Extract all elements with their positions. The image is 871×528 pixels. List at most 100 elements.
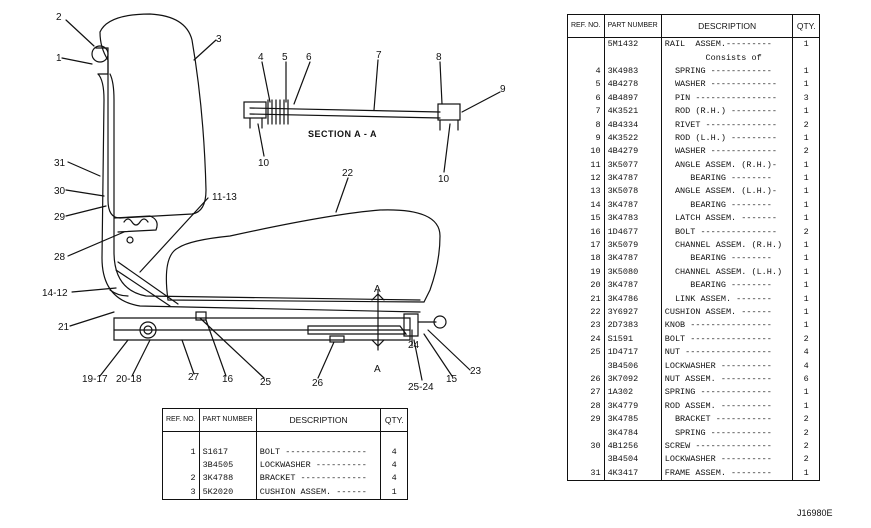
part-number-cell: 3K4788 — [198, 472, 257, 486]
ref-cell: 15 — [567, 212, 605, 226]
description-cell: BOLT ---------------- — [660, 332, 794, 346]
callout-22: 22 — [342, 168, 354, 179]
part-number-cell: 3K4784 — [603, 426, 662, 440]
header-part-number: PART NUMBER — [198, 408, 257, 432]
ref-cell: 26 — [567, 372, 605, 387]
part-number-cell: 4B4897 — [603, 91, 662, 105]
qty-cell: 1 — [792, 279, 820, 293]
description-cell: SPRING ------------ — [660, 64, 794, 79]
header-description: DESCRIPTION — [255, 408, 382, 432]
callout-10a: 10 — [258, 158, 270, 169]
parts-row: Consists of — [567, 51, 820, 65]
description-cell: LATCH ASSEM. ------- — [660, 212, 794, 226]
qty-cell: 1 — [792, 265, 820, 280]
qty-cell: 1 — [792, 292, 820, 306]
qty-cell: 2 — [792, 118, 820, 132]
description-cell: NUT ASSEM. ---------- — [660, 372, 794, 387]
part-number-cell: 4B4279 — [603, 145, 662, 159]
part-number-cell: 4B1256 — [603, 439, 662, 454]
ref-cell: 8 — [567, 118, 605, 132]
description-cell: ROD (R.H.) --------- — [660, 104, 794, 119]
part-number-cell: 3K4779 — [603, 399, 662, 413]
callout-20-18: 20-18 — [116, 374, 142, 385]
part-number-cell: 3K4983 — [603, 64, 662, 79]
ref-cell: 27 — [567, 386, 605, 400]
part-number-cell: 3K4786 — [603, 292, 662, 306]
part-number-cell: 3K5080 — [603, 265, 662, 280]
qty-cell: 2 — [792, 412, 820, 427]
part-number-cell: 3B4505 — [198, 458, 257, 473]
part-number-cell: 3K5077 — [603, 158, 662, 172]
callout-4: 4 — [258, 52, 264, 63]
parts-row — [162, 431, 408, 446]
part-number-cell: S1617 — [198, 445, 257, 459]
description-cell: Consists of — [660, 51, 794, 65]
qty-cell: 1 — [792, 305, 820, 320]
callout-25a: 25 — [260, 377, 272, 388]
ref-cell: 12 — [567, 171, 605, 186]
qty-cell: 1 — [792, 104, 820, 119]
qty-cell: 2 — [792, 426, 820, 440]
ref-cell: 9 — [567, 131, 605, 146]
header-qty: QTY. — [380, 408, 408, 432]
qty-cell: 1 — [792, 64, 820, 79]
knob — [433, 315, 447, 329]
part-number-cell: 4K3521 — [603, 104, 662, 119]
description-cell: LINK ASSEM. ------- — [660, 292, 794, 306]
callout-5: 5 — [282, 52, 288, 63]
ref-cell: 23 — [567, 319, 605, 333]
description-cell: CUSHION ASSEM. ------ — [255, 485, 382, 500]
description-cell: BEARING -------- — [660, 279, 794, 293]
qty-cell: 1 — [792, 238, 820, 253]
description-cell: BEARING -------- — [660, 171, 794, 186]
seat-cushion — [165, 209, 441, 303]
description-cell: CHANNEL ASSEM. (L.H.) — [660, 265, 794, 280]
ref-cell: 3 — [162, 485, 200, 500]
qty-cell: 1 — [792, 78, 820, 92]
qty-cell: 2 — [792, 453, 820, 467]
part-number-cell: 5M1432 — [603, 37, 662, 52]
header-description: DESCRIPTION — [660, 14, 794, 38]
qty-cell: 1 — [792, 185, 820, 199]
part-number-cell: 3B4506 — [603, 359, 662, 373]
description-cell: BEARING -------- — [660, 252, 794, 266]
qty-cell: 1 — [792, 171, 820, 186]
header-part-number: PART NUMBER — [603, 14, 662, 38]
part-number-cell: 3K4783 — [603, 212, 662, 226]
qty-cell: 1 — [792, 37, 820, 52]
qty-cell: 1 — [792, 212, 820, 226]
description-cell: CUSHION ASSEM. ------ — [660, 305, 794, 320]
part-number-cell: 4B4334 — [603, 118, 662, 132]
ref-cell — [567, 453, 605, 467]
qty-cell: 1 — [380, 485, 408, 500]
latch-assembly — [403, 313, 419, 337]
document-id: J16980E — [797, 508, 833, 518]
part-number-cell: 4K3417 — [603, 466, 662, 481]
callout-29: 29 — [54, 212, 66, 223]
callout-27: 27 — [188, 372, 200, 383]
qty-cell — [792, 51, 820, 65]
qty-cell: 4 — [792, 359, 820, 373]
part-number-cell: 3K4787 — [603, 171, 662, 186]
part-number-cell: 3K7092 — [603, 372, 662, 387]
part-number-cell: 3Y6927 — [603, 305, 662, 320]
